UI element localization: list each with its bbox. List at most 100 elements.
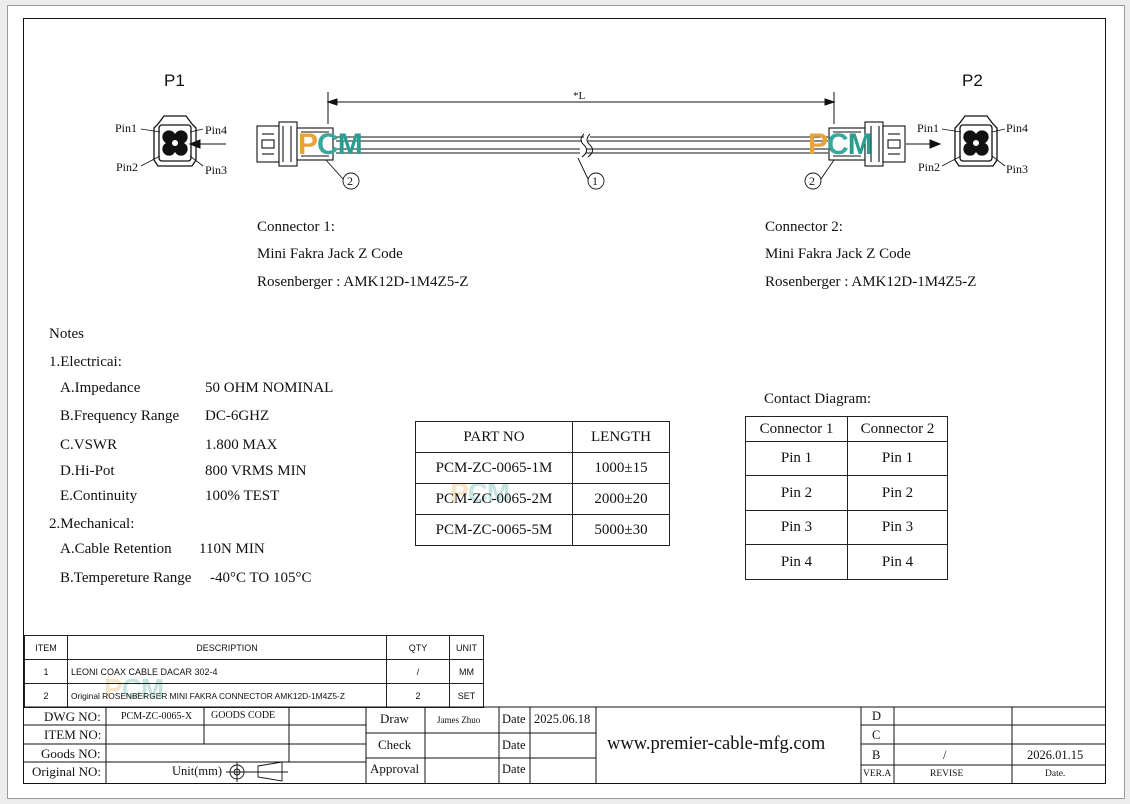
bom-item-cell: 1 [24, 659, 68, 684]
date-column-label: Date. [1045, 769, 1066, 779]
note-retention-value: 110N MIN [199, 541, 265, 557]
drawing-frame [23, 18, 1106, 784]
connector2-part: Rosenberger : AMK12D-1M4Z5-Z [765, 274, 977, 290]
table-row: 2 Original ROSENBERGER MINI FAKRA CONNEC… [24, 683, 484, 708]
rev-b-date: 2026.01.15 [1027, 748, 1084, 762]
item-no-label: ITEM NO: [44, 727, 102, 742]
pin-cell: Pin 3 [847, 510, 948, 545]
p1-face-view [153, 115, 197, 167]
p2-pin2-label: Pin2 [918, 160, 941, 174]
note-frequency-value: DC-6GHZ [205, 408, 270, 424]
unit-label: Unit(mm) [172, 764, 222, 778]
note-vswr-value: 1.800 MAX [205, 437, 278, 453]
pcm-watermark-right: PCM [808, 128, 873, 161]
rev-b-revise: / [943, 748, 947, 762]
callout-cable: 1 [592, 174, 598, 188]
note-hipot-value: 800 VRMS MIN [205, 463, 307, 479]
connector1-type: Mini Fakra Jack Z Code [257, 246, 403, 262]
connector2-header: Connector 2 [847, 416, 948, 442]
pcm-watermark-left: PCM [298, 128, 363, 161]
connector1-title: Connector 1: [257, 219, 335, 235]
note-continuity-value: 100% TEST [205, 488, 280, 504]
check-label: Check [378, 737, 412, 752]
p1-pin3-label: Pin3 [205, 163, 228, 177]
dwg-no-label: DWG NO: [44, 709, 101, 724]
bom-table: ITEM DESCRIPTION QTY UNIT 1 LEONI COAX C… [24, 635, 484, 708]
draw-name: James Zhuo [437, 715, 481, 725]
draw-date: 2025.06.18 [534, 712, 591, 726]
contact-diagram-title: Contact Diagram: [764, 391, 872, 407]
length-cell: 2000±20 [572, 483, 670, 515]
table-row: Pin 3 Pin 3 [745, 510, 948, 545]
part-no-cell: PCM-ZC-0065-5M [415, 514, 573, 546]
rev-d-letter: D [872, 709, 882, 723]
length-dimension [326, 92, 836, 124]
pin-cell: Pin 2 [847, 475, 948, 511]
note-hipot-label: D.Hi-Pot [60, 463, 115, 479]
note-frequency-label: B.Frequency Range [60, 408, 180, 424]
p2-pin3-label: Pin3 [1006, 162, 1029, 176]
check-date-label: Date [502, 738, 526, 752]
pin-cell: Pin 1 [745, 441, 848, 476]
bom-unit-cell: SET [449, 683, 484, 708]
contact-diagram-table: Connector 1 Connector 2 Pin 1 Pin 1 Pin … [745, 416, 948, 580]
length-cell: 5000±30 [572, 514, 670, 546]
p1-pin2-label: Pin2 [116, 160, 139, 174]
p2-pin4-label: Pin4 [1006, 121, 1029, 135]
connector-2-body [828, 121, 906, 167]
direction-arrows [188, 139, 942, 149]
pin-cell: Pin 2 [745, 475, 848, 511]
table-row: PCM-ZC-0065-5M 5000±30 [415, 514, 670, 546]
p2-pin-leaders [941, 128, 1006, 167]
bom-unit-header: UNIT [449, 635, 484, 660]
note-impedance-value: 50 OHM NOMINAL [205, 380, 334, 396]
connector2-type: Mini Fakra Jack Z Code [765, 246, 911, 262]
original-no-label: Original NO: [32, 764, 101, 779]
callout-connector-right: 2 [809, 174, 815, 188]
note-impedance-label: A.Impedance [60, 380, 141, 396]
electrical-heading: 1.Electricai: [49, 354, 122, 370]
part-no-header: PART NO [415, 421, 573, 453]
dwg-no-value: PCM-ZC-0065-X [121, 711, 193, 722]
note-temperature-value: -40°C TO 105°C [210, 570, 312, 586]
connector1-part: Rosenberger : AMK12D-1M4Z5-Z [257, 274, 469, 290]
rev-b-letter: B [872, 748, 881, 762]
p1-label: P1 [164, 71, 185, 90]
pin-cell: Pin 3 [745, 510, 848, 545]
p1-pin4-label: Pin4 [205, 123, 228, 137]
part-number-table: PART NO LENGTH PCM-ZC-0065-1M 1000±15 PC… [415, 421, 670, 546]
projection-symbol-icon [226, 761, 288, 782]
revise-label: REVISE [930, 769, 964, 779]
ver-label: VER.A [863, 769, 892, 779]
table-row: Pin 1 Pin 1 [745, 441, 948, 476]
note-retention-label: A.Cable Retention [60, 541, 172, 557]
notes-heading: Notes [49, 326, 84, 342]
connector2-title: Connector 2: [765, 219, 843, 235]
cable [336, 133, 828, 158]
goods-no-label: Goods NO: [41, 746, 101, 761]
rev-c-letter: C [872, 728, 881, 742]
bom-item-cell: 2 [24, 683, 68, 708]
p2-pin1-label: Pin1 [917, 121, 940, 135]
draw-label: Draw [380, 711, 409, 726]
goods-code-label: GOODS CODE [211, 710, 276, 721]
p2-label: P2 [962, 71, 983, 90]
connector-1-body [256, 121, 334, 167]
pin-cell: Pin 4 [745, 544, 848, 580]
p2-face-view [954, 115, 998, 167]
note-temperature-label: B.Tempereture Range [60, 570, 192, 586]
website-url: www.premier-cable-mfg.com [607, 734, 826, 754]
approval-label: Approval [370, 761, 420, 776]
note-vswr-label: C.VSWR [60, 437, 118, 453]
callout-connector-left: 2 [347, 174, 353, 188]
length-cell: 1000±15 [572, 452, 670, 484]
table-row: Pin 4 Pin 4 [745, 544, 948, 580]
draw-date-label: Date [502, 712, 526, 726]
mechanical-heading: 2.Mechanical: [49, 516, 135, 532]
p1-pin1-label: Pin1 [115, 121, 138, 135]
table-row: Pin 2 Pin 2 [745, 475, 948, 511]
approval-date-label: Date [502, 762, 526, 776]
callout-leaders [325, 157, 835, 190]
